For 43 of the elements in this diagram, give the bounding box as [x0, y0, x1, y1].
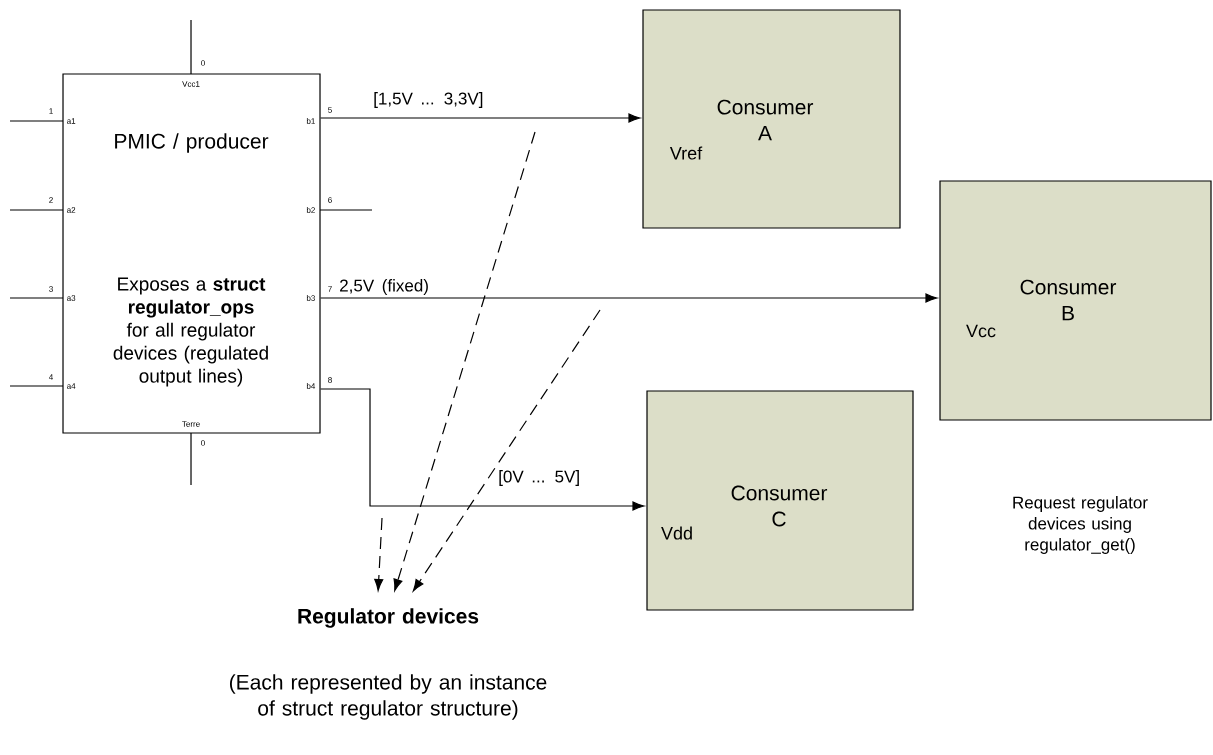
pin-label: Terre — [182, 421, 200, 427]
node-heading: Consumer C — [731, 485, 828, 527]
edge-label: [0V ... 5V] — [497, 469, 582, 487]
pmic-box — [62, 73, 321, 434]
node-text: Vdd — [661, 526, 692, 540]
pin-label: 2 — [49, 197, 53, 203]
dashed-arrow — [374, 517, 384, 591]
consumer-box — [939, 180, 1212, 421]
pin-label: b2 — [306, 207, 315, 213]
note-text: Request regulator devices using regulator_get() — [1013, 496, 1148, 554]
pin-label: b3 — [306, 295, 315, 301]
pin-label: a2 — [67, 207, 76, 213]
pin-label: 6 — [328, 197, 332, 203]
consumer-box — [646, 390, 914, 611]
dashed-arrow — [393, 131, 536, 592]
node-heading: PMIC / producer — [115, 133, 269, 153]
pin-label: a3 — [67, 295, 76, 301]
pin-label: Vcc1 — [182, 81, 200, 87]
pin-label: 1 — [49, 108, 53, 114]
pin-label: b4 — [306, 383, 316, 389]
pin-label: 0 — [201, 60, 205, 66]
pin-label: b1 — [306, 118, 315, 124]
pin-label: 4 — [49, 374, 53, 380]
pin-label: a1 — [67, 118, 76, 124]
node-text: Vref — [669, 146, 703, 160]
dashed-arrow — [412, 309, 601, 592]
pin-label: a4 — [67, 383, 76, 389]
consumer-box — [642, 9, 901, 229]
node-heading: Consumer A — [717, 99, 814, 141]
arrow — [320, 388, 645, 511]
node-text: Exposes a struct regulator_ops for all regulator devices (regulated output lines) — [113, 277, 268, 387]
node-text: (Each represented by an instance of struct regulator structure) — [229, 674, 547, 720]
node-heading: Regulator devices — [298, 608, 479, 628]
edge-label: [1,5V ... 3,3V] — [372, 91, 485, 109]
pin-label: 7 — [328, 286, 332, 292]
arrow — [320, 113, 641, 123]
edge-label: 2,5V (fixed) — [338, 278, 430, 296]
node-text: Vcc — [966, 324, 996, 338]
pin-label: 5 — [328, 107, 332, 113]
pin-label: 8 — [328, 377, 332, 383]
pin-label: 3 — [49, 286, 53, 292]
node-heading: Consumer B — [1020, 279, 1117, 321]
arrow — [320, 293, 938, 303]
